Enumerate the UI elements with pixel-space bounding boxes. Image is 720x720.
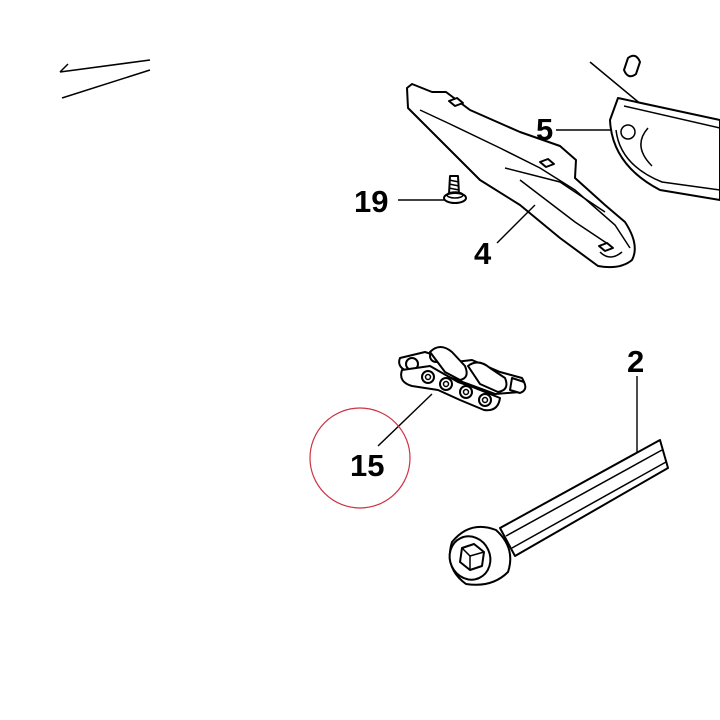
leader-15: [377, 393, 433, 447]
callout-19: 19: [354, 184, 388, 219]
callout-4: 4: [474, 236, 492, 271]
part-15-chain-link: [398, 346, 527, 412]
part-4-bracket: [406, 83, 636, 269]
partial-part-top-left: [59, 59, 151, 99]
part-2-bolt: [448, 439, 669, 586]
leader-4: [496, 204, 536, 244]
callout-15-highlight-circle: [309, 407, 411, 509]
callout-2: 2: [627, 344, 644, 379]
part-5-plate: [589, 54, 720, 201]
callout-5: 5: [536, 112, 553, 147]
leader-lines: [377, 129, 638, 452]
callout-15: 15: [350, 448, 384, 483]
part-19-screw: [443, 175, 467, 204]
